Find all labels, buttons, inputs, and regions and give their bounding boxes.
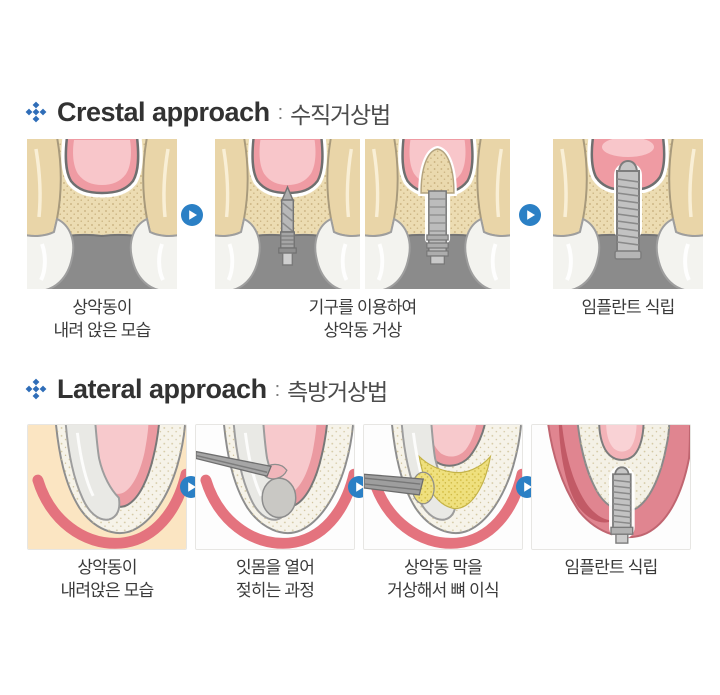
crestal-title-ko: 수직거상법	[290, 102, 391, 128]
illustration-lateral-sinus-collapsed	[27, 424, 187, 550]
illustration-lateral-implant	[531, 424, 691, 550]
crestal-section-heading: Crestal approach : 수직거상법	[25, 94, 391, 130]
lateral-window	[261, 477, 297, 519]
osteotome-instrument	[426, 190, 449, 265]
graft-material	[411, 454, 492, 510]
illustration-crestal-drill	[215, 139, 360, 289]
diamond-cluster-icon	[25, 378, 47, 400]
play-circle-arrow-icon	[519, 204, 541, 226]
lateral-title-en: Lateral approach	[57, 373, 267, 404]
illustration-crestal-sinus-collapsed	[27, 139, 177, 289]
illustration-lateral-bone-graft	[363, 424, 523, 550]
lateral-section-heading: Lateral approach : 측방거상법	[25, 371, 388, 407]
implant-screw	[614, 159, 642, 260]
illustration-lateral-flap-opened	[195, 424, 355, 550]
play-circle-arrow-icon	[181, 204, 203, 226]
elevator-instrument	[196, 450, 272, 477]
illustration-crestal-sinus-lifted	[365, 139, 510, 289]
caption-crestal-3: 임플란트 식립	[581, 298, 676, 317]
bone-graft-dome	[418, 145, 457, 196]
illustration-crestal-implant	[553, 139, 703, 289]
implant-screw	[610, 466, 634, 544]
crestal-title-en: Crestal approach	[57, 96, 270, 127]
drill-instrument	[278, 185, 297, 266]
crestal-title-separator: :	[277, 101, 284, 124]
lateral-title-separator: :	[274, 378, 281, 401]
lateral-title-ko: 측방거상법	[287, 379, 388, 405]
diamond-cluster-icon	[25, 101, 47, 123]
caption-lateral-4: 임플란트 식립	[564, 558, 659, 577]
graft-carrier-instrument	[364, 473, 425, 496]
